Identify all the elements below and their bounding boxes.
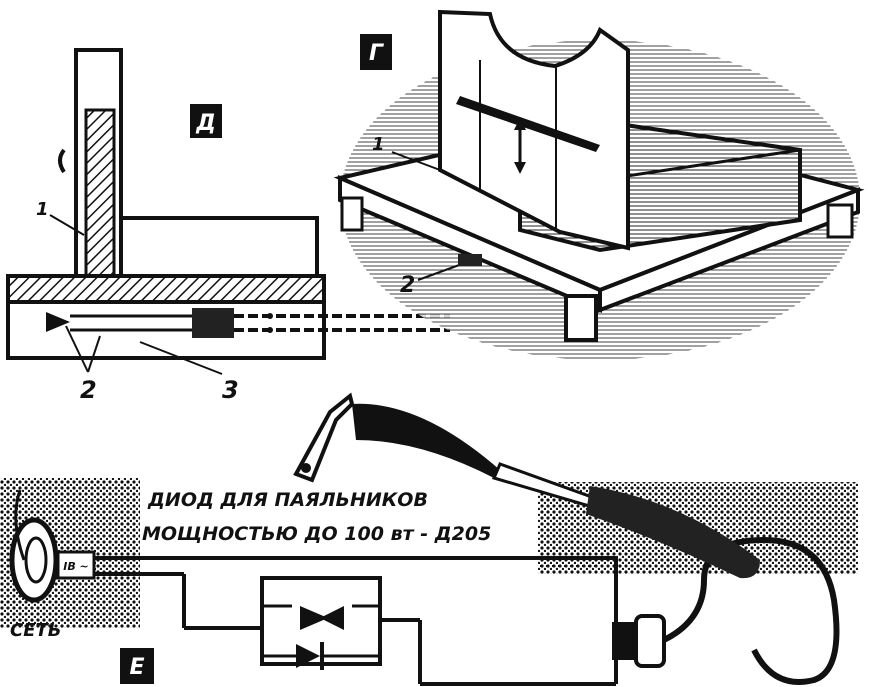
soldering-iron <box>293 392 760 579</box>
side-box <box>119 216 319 280</box>
panel-d-callout-2: 2 <box>80 376 97 404</box>
panel-d-badge <box>190 104 222 138</box>
diode-symbol <box>296 644 320 668</box>
panel-g-callout-2: 2 <box>400 273 415 298</box>
panel-d-badge-label: Д <box>195 111 216 136</box>
network-label: СЕТЬ <box>10 620 62 641</box>
diode-caption-line2: МОЩНОСТЬЮ ДО 100 вт - Д205 <box>142 523 491 545</box>
panel-e-badge-label: Е <box>129 655 144 680</box>
panel-g-badge <box>360 34 392 70</box>
panel-e-circuit: IB ~ <box>0 392 858 686</box>
panel-g-callout-1: 1 <box>372 134 385 155</box>
post-hatched-insert <box>84 108 116 287</box>
panel-g-stand: 1 2 Г <box>333 9 865 360</box>
mains-plug <box>56 550 96 580</box>
panel-e-badge <box>120 648 154 684</box>
base-plate <box>6 274 326 306</box>
diode-caption-line1: ДИОД ДЛЯ ПАЯЛЬНИКОВ <box>147 489 428 511</box>
panel-d-callout-3: 3 <box>222 376 239 404</box>
switch-contact <box>300 606 328 630</box>
panel-d-section: 1 2 3 Д <box>6 48 450 404</box>
iron-plug <box>612 622 638 660</box>
panel-g-badge-label: Г <box>369 41 384 66</box>
panel-d-callout-1: 1 <box>36 199 49 220</box>
wall-socket <box>9 517 59 603</box>
plug-marking: IB ~ <box>63 560 89 573</box>
